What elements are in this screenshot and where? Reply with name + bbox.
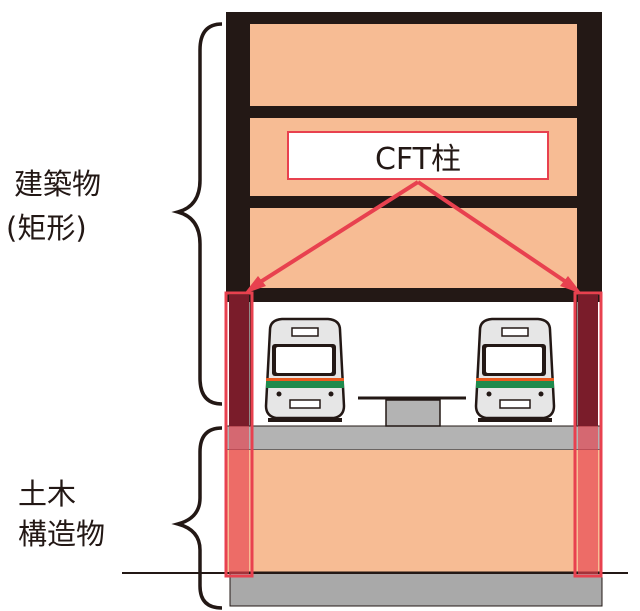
roof-beam xyxy=(226,12,602,24)
floor-beam-1 xyxy=(226,106,602,118)
train-front-icon xyxy=(474,317,556,422)
train-front-icon xyxy=(264,317,346,422)
cft-column-left xyxy=(224,291,254,578)
foundation-slab xyxy=(229,571,603,607)
floor-beam-2 xyxy=(226,196,602,208)
arrow-icon xyxy=(244,180,582,294)
civil-structure-label-line2: 構造物 xyxy=(18,517,106,551)
left-brace-icon xyxy=(171,22,223,406)
cft-column-callout: CFT柱 xyxy=(287,131,549,180)
platform-bench xyxy=(358,396,466,427)
floor-beam-3 xyxy=(226,288,602,302)
cft-column-label: CFT柱 xyxy=(374,141,461,177)
building-shape-label: (矩形) xyxy=(6,211,87,245)
platform-slab xyxy=(225,425,603,451)
building-label: 建築物 xyxy=(14,167,102,201)
building-right-frame-column xyxy=(577,12,602,298)
civil-structure-label-line1: 土木 xyxy=(18,477,77,511)
cft-column-right xyxy=(573,291,603,578)
left-brace-icon xyxy=(171,426,223,610)
building-left-frame-column xyxy=(226,12,250,298)
civil-structure-body xyxy=(226,450,602,572)
